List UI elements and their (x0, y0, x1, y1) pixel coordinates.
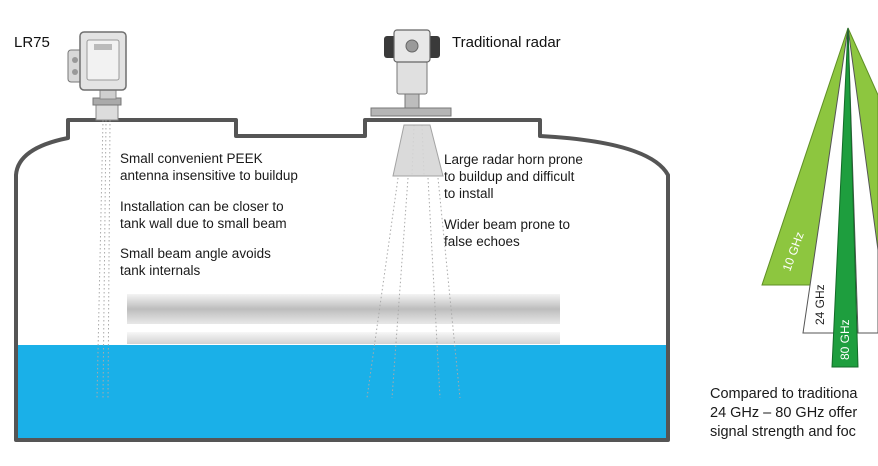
traditional-radar-label: Traditional radar (452, 34, 561, 51)
liquid (18, 345, 668, 438)
traditional-radar-device (370, 29, 452, 177)
beam-80ghz (831, 27, 859, 368)
tank-outline (14, 118, 670, 442)
frequency-beam-fan: 10 GHz 24 GHz 80 GHz (761, 27, 878, 368)
traditional-note-wide-beam: Wider beam prone to false echoes (444, 217, 571, 249)
lr75-device (67, 31, 127, 121)
beam-label-24ghz: 24 GHz (813, 284, 827, 325)
traditional-note-horn: Large radar horn prone to buildup and di… (444, 152, 583, 201)
tank (14, 118, 670, 442)
lr75-note-installation: Installation can be closer to tank wall … (120, 199, 287, 231)
lr75-note-antenna: Small convenient PEEK antenna insensitiv… (120, 151, 298, 183)
beam-label-80ghz: 80 GHz (838, 319, 852, 360)
tank-internal-pipe (127, 294, 560, 344)
beam-24ghz-right (847, 27, 878, 334)
lr75-note-beam-angle: Small beam angle avoids tank internals (120, 246, 271, 278)
lr75-label: LR75 (14, 34, 50, 51)
frequency-caption: Compared to traditiona 24 GHz – 80 GHz o… (710, 386, 858, 440)
